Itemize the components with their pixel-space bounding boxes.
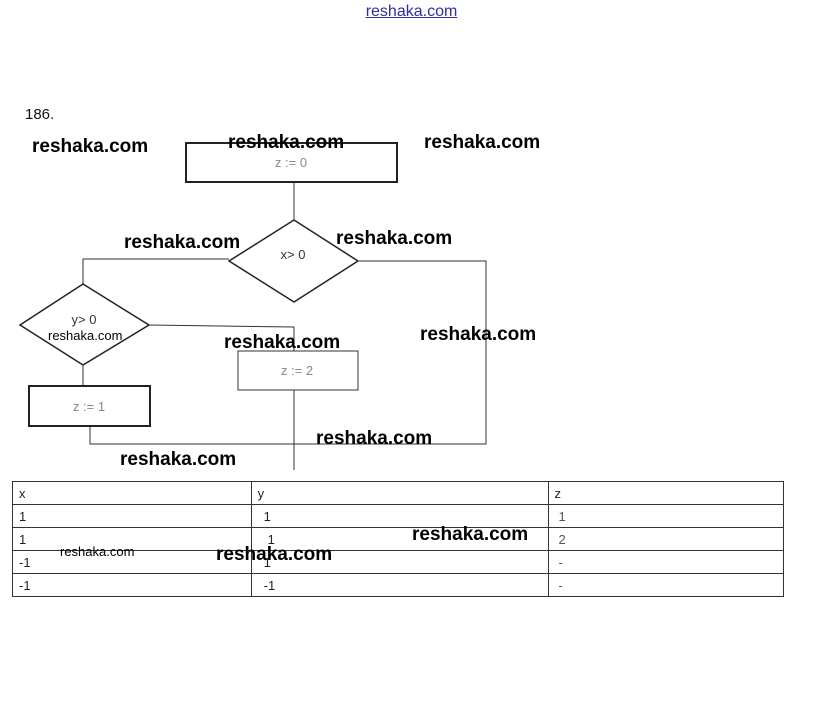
table-cell: -1 [12,573,252,597]
table-row: -1 1 - [12,550,785,574]
watermark: reshaka.com [316,428,433,449]
start-block [185,142,398,183]
watermark: reshaka.com [32,136,149,157]
connector-line [82,258,229,284]
table-cell: -1 [250,573,549,597]
table-row: 1 1 2 [12,527,785,551]
watermark: reshaka.com [224,332,341,353]
watermark: reshaka.com [424,132,541,153]
table-header: x [12,481,252,505]
condition-y-label: y> 0 [72,312,97,327]
watermark: reshaka.com [124,232,241,253]
table-header: z [547,481,785,505]
table-cell: 1 [547,504,785,528]
start-block-label: z := 0 [275,155,307,170]
watermark: reshaka.com [216,544,333,565]
table-header-row: x y z [12,481,785,505]
table-cell: - [547,573,785,597]
assign-z1-label: z := 1 [73,399,105,414]
table-cell: 1 [12,504,252,528]
table-cell: - [547,550,785,574]
watermark: reshaka.com [336,228,453,249]
connector-line [89,260,487,445]
watermark: reshaka.com [228,132,345,153]
watermark: reshaka.com [60,544,135,559]
table-cell: 1 [250,527,549,551]
condition-x-diamond [227,219,360,303]
site-link[interactable]: reshaka.com [365,3,458,20]
watermark: reshaka.com [412,524,529,545]
assign-z2-label: z := 2 [281,363,313,378]
problem-number: 186. [25,106,55,123]
connector-line [148,324,295,351]
assign-z2-block [237,350,359,391]
watermark: reshaka.com [120,449,237,470]
table-cell: 2 [547,527,785,551]
watermark: reshaka.com [48,328,123,343]
table-header: y [250,481,549,505]
assign-z1-block [28,385,151,427]
table-row: 1 1 1 [12,504,785,528]
values-table: x y z 1 1 1 1 1 2 -1 1 - -1 -1 - [12,481,785,597]
watermark: reshaka.com [420,324,537,345]
table-row: -1 -1 - [12,573,785,597]
condition-x-label: x> 0 [281,247,306,262]
table-cell: -1 [12,550,252,574]
